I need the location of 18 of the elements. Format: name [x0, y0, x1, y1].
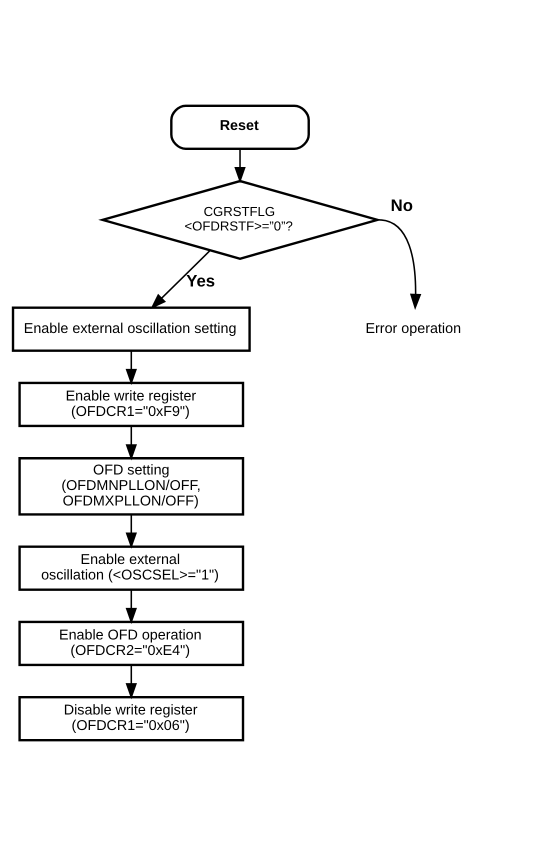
arrow: [126, 514, 137, 549]
arrow: [150, 250, 210, 310]
arrow: [126, 665, 137, 700]
node-box: Enable external oscillation setting: [12, 306, 251, 352]
node-box: Enable write register (OFDCR1="0xF9"): [18, 382, 244, 428]
node-box: OFD setting (OFDMNPLLON/OFF, OFDMXPLLON/OFF): [18, 457, 244, 516]
node-box: Enable OFD operation (OFDCR2="0xE4"): [18, 620, 244, 666]
arrow: [126, 351, 137, 386]
node-box: Reset: [170, 104, 310, 150]
arrow: [126, 426, 137, 460]
node-text: Error operation: [365, 320, 462, 337]
node-box: Enable external oscillation (<OSCSEL>="1"): [18, 545, 244, 591]
arrow: [234, 148, 246, 184]
node-box: Disable write register (OFDCR1="0x06"): [18, 696, 244, 742]
arrow: [378, 219, 422, 310]
edge-label: No: [390, 196, 413, 216]
edge-label: Yes: [186, 271, 216, 290]
arrow: [126, 590, 137, 624]
